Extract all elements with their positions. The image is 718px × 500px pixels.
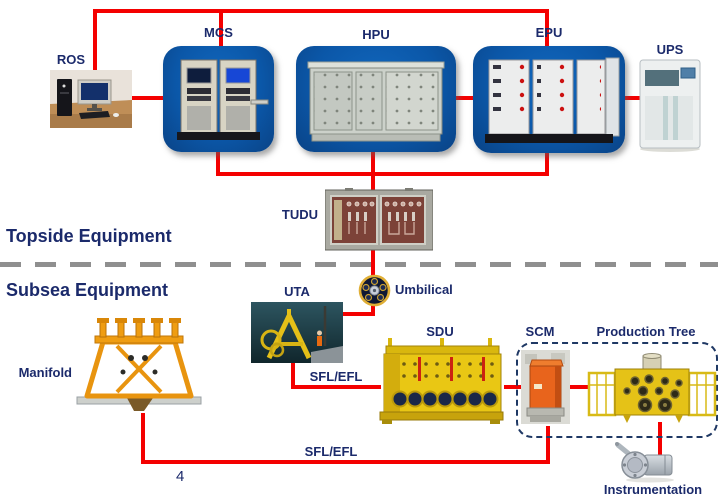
sdu-scm-line xyxy=(504,385,524,389)
uta-down-line xyxy=(291,361,295,389)
sdu-image xyxy=(378,336,507,425)
tudu-label: TUDU xyxy=(281,207,318,222)
ups-label: UPS xyxy=(656,42,684,57)
mcs-panel-image xyxy=(163,46,274,152)
instrumentation-label: Instrumentation xyxy=(603,482,703,497)
hpu-panel-image xyxy=(296,46,456,152)
top-bus-line xyxy=(93,9,549,13)
ros-label: ROS xyxy=(56,52,86,67)
production-tree-label: Production Tree xyxy=(596,324,696,339)
tree-instrumentation-line xyxy=(658,422,662,457)
topside-equipment-heading: Topside Equipment xyxy=(6,226,172,246)
scm-label: SCM xyxy=(525,324,555,339)
uta-label: UTA xyxy=(284,284,310,299)
scm-tree-group-box xyxy=(516,342,718,438)
slide-page-number: 4 xyxy=(176,468,185,485)
subsea-equipment-heading: Subsea Equipment xyxy=(6,280,169,300)
topside-bus-line xyxy=(216,172,549,176)
epu-label: EPU xyxy=(535,25,563,40)
manifold-label: Manifold xyxy=(18,365,72,380)
mcs-drop-line xyxy=(219,9,223,49)
umbilical-label: Umbilical xyxy=(395,282,453,297)
ups-image xyxy=(637,56,703,153)
epu-down-line xyxy=(545,150,549,176)
hpu-epu-line xyxy=(454,96,476,100)
subsea-bus-line xyxy=(141,460,550,464)
manifold-down-line xyxy=(141,413,145,464)
umbilical-down-line xyxy=(371,303,375,316)
umbilical-cross-section-icon xyxy=(358,274,391,307)
epu-panel-image xyxy=(473,46,625,153)
scm-down-line xyxy=(546,426,550,464)
ros-mcs-line xyxy=(130,96,165,100)
epu-drop-line xyxy=(545,9,549,49)
production-tree-image xyxy=(587,353,717,426)
instrumentation-image xyxy=(608,440,680,485)
epu-ups-line xyxy=(623,96,645,100)
tudu-image xyxy=(325,188,433,252)
ros-workstation-image xyxy=(50,70,132,128)
hpu-label: HPU xyxy=(362,27,390,42)
hpu-tudu-line xyxy=(371,150,375,190)
uta-sdu-line xyxy=(291,385,381,389)
sfl-efl-upper-label: SFL/EFL xyxy=(309,369,363,384)
sdu-label: SDU xyxy=(426,324,454,339)
scm-tree-line xyxy=(567,385,590,389)
manifold-image xyxy=(73,318,205,415)
umbilical-uta-line xyxy=(340,312,375,316)
sfl-efl-lower-label: SFL/EFL xyxy=(304,444,358,459)
mcs-down-line xyxy=(216,150,220,176)
uta-image xyxy=(251,302,343,363)
mcs-label: MCS xyxy=(204,25,233,40)
topside-subsea-divider xyxy=(0,262,718,267)
scm-image xyxy=(521,350,570,424)
ros-drop-line xyxy=(93,9,97,73)
